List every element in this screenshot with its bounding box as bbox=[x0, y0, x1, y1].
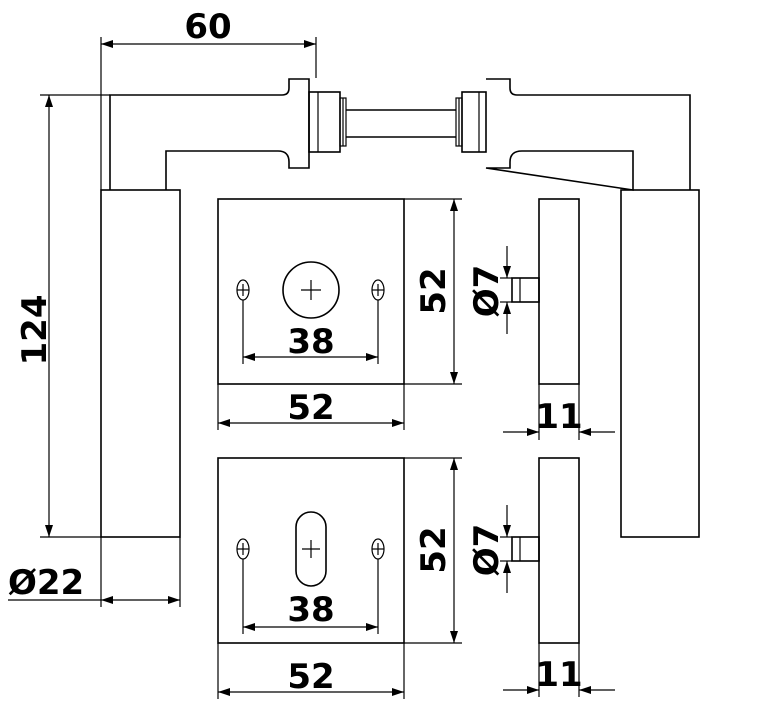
rose-top-spindle-hole bbox=[282, 261, 340, 319]
rose-top-screw-left bbox=[236, 279, 250, 301]
left-lever-handle bbox=[100, 78, 347, 538]
dim-label-rose-top-height: 52 bbox=[414, 267, 454, 314]
rose-top-screw-right bbox=[371, 279, 385, 301]
rose-top-side-spindle bbox=[511, 277, 540, 303]
dimension-rose-bottom-height: 52 bbox=[404, 457, 462, 644]
dimension-rose-top-screw-spacing: 38 bbox=[242, 300, 379, 364]
dim-label-rose-top-thickness: 11 bbox=[535, 397, 582, 437]
dim-label-60: 60 bbox=[184, 7, 231, 47]
rose-bottom-screw-left bbox=[236, 538, 250, 560]
dim-label-124: 124 bbox=[15, 295, 55, 366]
left-handle-grip bbox=[100, 189, 181, 538]
dimension-rose-top-width: 52 bbox=[217, 384, 405, 430]
dimension-rose-top-height: 52 bbox=[404, 198, 462, 385]
spindle bbox=[346, 109, 456, 138]
right-lever-handle bbox=[455, 78, 700, 538]
dim-label-spindle-top-diameter: Ø7 bbox=[467, 265, 507, 318]
right-handle-grip bbox=[620, 189, 700, 538]
rose-bottom-screw-right bbox=[371, 538, 385, 560]
left-handle-collar bbox=[308, 91, 341, 153]
dim-label-spindle-bottom-diameter: Ø7 bbox=[467, 524, 507, 577]
dimension-rose-bottom-thickness: 11 bbox=[503, 643, 615, 697]
right-handle-lever bbox=[485, 78, 691, 191]
rose-top-side-plate bbox=[538, 198, 580, 385]
dim-label-rose-bottom-thickness: 11 bbox=[535, 655, 582, 695]
rose-top-plate bbox=[217, 198, 405, 385]
rose-top-side bbox=[511, 198, 580, 385]
dimension-rose-top-thickness: 11 bbox=[503, 384, 615, 440]
rose-bottom-side-plate bbox=[538, 457, 580, 644]
dimension-rose-bottom-width: 52 bbox=[217, 643, 405, 699]
dimension-handle-length: 124 bbox=[15, 94, 110, 538]
dim-label-rose-bottom-width: 52 bbox=[287, 657, 334, 697]
dimension-grip-diameter: Ø22 bbox=[8, 537, 181, 607]
left-handle-lever bbox=[109, 78, 310, 190]
rose-bottom-plate bbox=[217, 457, 405, 644]
dim-label-diameter-22: Ø22 bbox=[8, 563, 84, 603]
dimension-spindle-top-diameter: Ø7 bbox=[467, 246, 512, 334]
dim-label-rose-bottom-height: 52 bbox=[414, 526, 454, 573]
dim-label-rose-top-38: 38 bbox=[287, 322, 334, 362]
rose-bottom-side-spindle bbox=[511, 536, 540, 562]
dim-label-rose-top-width: 52 bbox=[287, 388, 334, 428]
dimension-spindle-bottom-diameter: Ø7 bbox=[467, 505, 512, 593]
rose-top-front bbox=[217, 198, 405, 385]
dimension-handle-projection: 60 bbox=[100, 7, 317, 190]
rose-bottom-side bbox=[511, 457, 580, 644]
right-handle-collar bbox=[461, 91, 487, 153]
rose-bottom-keyhole bbox=[295, 511, 327, 587]
dim-label-rose-bottom-38: 38 bbox=[287, 590, 334, 630]
dimension-rose-bottom-screw-spacing: 38 bbox=[242, 559, 379, 634]
